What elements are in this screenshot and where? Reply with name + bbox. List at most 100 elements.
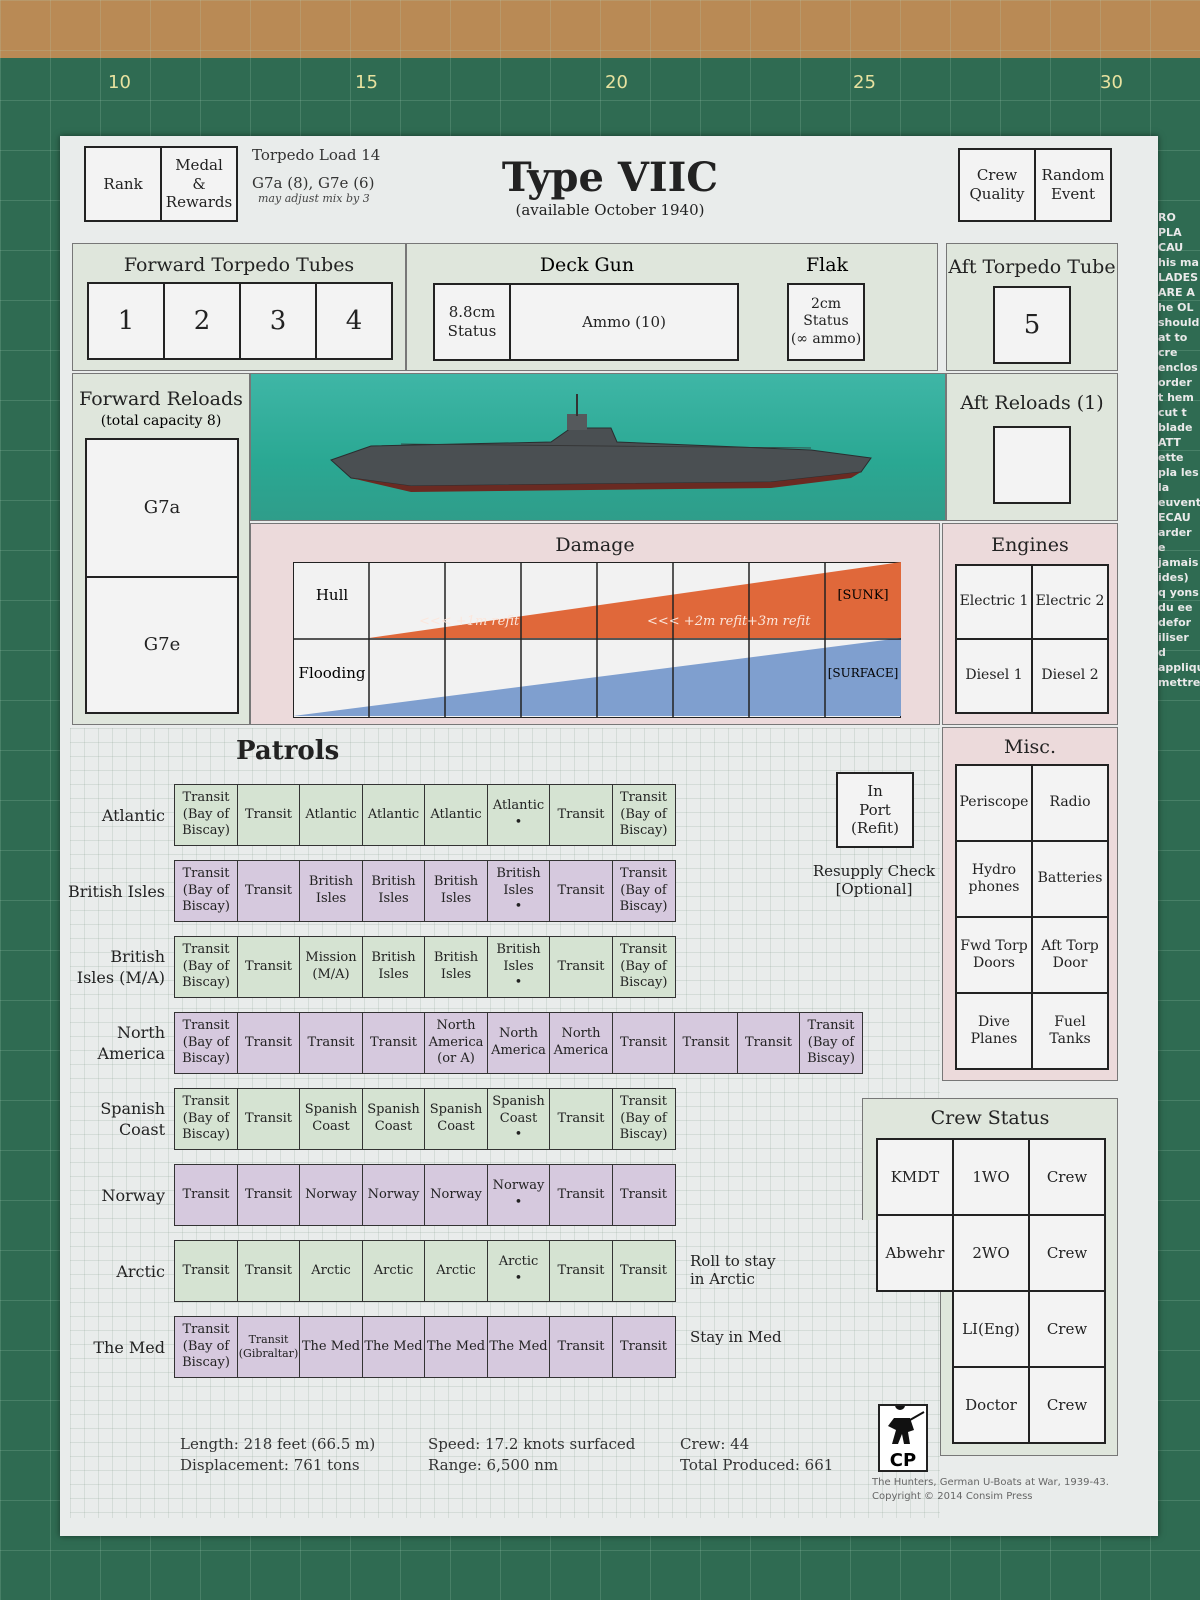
misc-system-box[interactable]: Batteries (1031, 840, 1109, 918)
patrol-cell[interactable]: Transit (361, 1012, 426, 1074)
crew-member-box[interactable]: Crew (1028, 1138, 1106, 1216)
crew-member-box[interactable]: Crew (1028, 1366, 1106, 1444)
patrol-cell[interactable]: British Isles (299, 860, 363, 922)
patrol-cell[interactable]: Arctic • (486, 1240, 551, 1302)
patrol-cell[interactable]: Atlantic (299, 784, 363, 846)
crew-member-box[interactable]: 1WO (952, 1138, 1030, 1216)
random-event-box[interactable]: Random Event (1034, 148, 1112, 222)
patrol-cell[interactable]: Transit (Gibraltar) (236, 1316, 301, 1378)
patrol-cell[interactable]: Norway (361, 1164, 426, 1226)
patrol-cell[interactable]: Norway (299, 1164, 363, 1226)
engine-electric-1[interactable]: Electric 1 (955, 564, 1033, 640)
patrol-cell[interactable]: North America (486, 1012, 551, 1074)
patrol-cell[interactable]: Transit (Bay of Biscay) (174, 784, 238, 846)
crew-member-box[interactable]: Crew (1028, 1290, 1106, 1368)
patrol-cell[interactable]: Transit (611, 1012, 676, 1074)
patrol-cell[interactable]: Transit (Bay of Biscay) (174, 1088, 238, 1150)
patrol-cell[interactable]: Transit (Bay of Biscay) (611, 936, 676, 998)
deck-gun-status-box[interactable]: 8.8cm Status (433, 283, 511, 361)
misc-system-box[interactable]: Radio (1031, 764, 1109, 842)
patrol-cell[interactable]: Transit (Bay of Biscay) (611, 860, 676, 922)
patrol-cell[interactable]: Transit (236, 1088, 301, 1150)
patrol-cell[interactable]: Arctic (424, 1240, 488, 1302)
patrol-cell[interactable]: British Isles (361, 860, 426, 922)
patrol-cell[interactable]: Spanish Coast • (486, 1088, 551, 1150)
crew-member-box[interactable]: Abwehr (876, 1214, 954, 1292)
patrol-cell[interactable]: Norway (424, 1164, 488, 1226)
patrol-cell[interactable]: Transit (611, 1240, 676, 1302)
aft-reload-slot[interactable] (993, 426, 1071, 504)
patrol-cell[interactable]: Transit (174, 1240, 238, 1302)
patrol-cell[interactable]: Transit (549, 1316, 613, 1378)
crew-quality-box[interactable]: Crew Quality (958, 148, 1036, 222)
patrol-cell[interactable]: Transit (549, 1240, 613, 1302)
patrol-cell[interactable]: The Med (486, 1316, 551, 1378)
forward-tube-4[interactable]: 4 (315, 282, 393, 360)
patrol-cell[interactable]: Transit (736, 1012, 801, 1074)
reload-slot-g7e[interactable]: G7e (85, 576, 239, 714)
patrol-cell[interactable]: Spanish Coast (299, 1088, 363, 1150)
engine-diesel-1[interactable]: Diesel 1 (955, 638, 1033, 714)
patrol-cell[interactable]: Mission (M/A) (299, 936, 363, 998)
patrol-cell[interactable]: Transit (299, 1012, 363, 1074)
patrol-cell[interactable]: Transit (236, 1164, 301, 1226)
patrol-cell[interactable]: Transit (Bay of Biscay) (799, 1012, 863, 1074)
patrol-cell[interactable]: Transit (Bay of Biscay) (174, 936, 238, 998)
misc-system-box[interactable]: Fwd Torp Doors (955, 916, 1033, 994)
patrol-cell[interactable]: Transit (Bay of Biscay) (174, 1316, 238, 1378)
patrol-cell[interactable]: Transit (236, 936, 301, 998)
patrol-cell[interactable]: Atlantic (424, 784, 488, 846)
patrol-cell[interactable]: Transit (611, 1164, 676, 1226)
forward-tube-3[interactable]: 3 (239, 282, 317, 360)
patrol-cell[interactable]: British Isles • (486, 860, 551, 922)
aft-tube-5[interactable]: 5 (993, 286, 1071, 364)
misc-system-box[interactable]: Hydro phones (955, 840, 1033, 918)
patrol-cell[interactable]: The Med (299, 1316, 363, 1378)
forward-tube-2[interactable]: 2 (163, 282, 241, 360)
flak-status-box[interactable]: 2cm Status (∞ ammo) (787, 283, 865, 361)
patrol-cell[interactable]: Transit (549, 1088, 613, 1150)
patrol-cell[interactable]: Norway • (486, 1164, 551, 1226)
patrol-cell[interactable]: Transit (Bay of Biscay) (611, 1088, 676, 1150)
engine-electric-2[interactable]: Electric 2 (1031, 564, 1109, 640)
patrol-cell[interactable]: Transit (Bay of Biscay) (174, 1012, 238, 1074)
medal-rewards-box[interactable]: Medal & Rewards (160, 146, 238, 222)
rank-box[interactable]: Rank (84, 146, 162, 222)
patrol-cell[interactable]: British Isles • (486, 936, 551, 998)
patrol-cell[interactable]: Transit (Bay of Biscay) (611, 784, 676, 846)
forward-tube-1[interactable]: 1 (87, 282, 165, 360)
patrol-cell[interactable]: British Isles (424, 860, 488, 922)
patrol-cell[interactable]: Transit (236, 1012, 301, 1074)
misc-system-box[interactable]: Dive Planes (955, 992, 1033, 1070)
patrol-cell[interactable]: British Isles (361, 936, 426, 998)
crew-member-box[interactable]: KMDT (876, 1138, 954, 1216)
patrol-cell[interactable]: Arctic (361, 1240, 426, 1302)
patrol-cell[interactable]: Transit (549, 936, 613, 998)
in-port-refit-box[interactable]: In Port (Refit) (836, 772, 914, 848)
crew-member-box[interactable]: 2WO (952, 1214, 1030, 1292)
patrol-cell[interactable]: Transit (174, 1164, 238, 1226)
patrol-cell[interactable]: Transit (549, 784, 613, 846)
patrol-cell[interactable]: North America (549, 1012, 613, 1074)
crew-member-box[interactable]: Crew (1028, 1214, 1106, 1292)
patrol-cell[interactable]: The Med (361, 1316, 426, 1378)
patrol-cell[interactable]: Transit (236, 784, 301, 846)
misc-system-box[interactable]: Fuel Tanks (1031, 992, 1109, 1070)
patrol-cell[interactable]: Spanish Coast (424, 1088, 488, 1150)
patrol-cell[interactable]: Transit (611, 1316, 676, 1378)
patrol-cell[interactable]: Atlantic • (486, 784, 551, 846)
patrol-cell[interactable]: Spanish Coast (361, 1088, 426, 1150)
patrol-cell[interactable]: Transit (674, 1012, 738, 1074)
patrol-cell[interactable]: Transit (Bay of Biscay) (174, 860, 238, 922)
patrol-cell[interactable]: The Med (424, 1316, 488, 1378)
reload-slot-g7a[interactable]: G7a (85, 438, 239, 578)
crew-member-box[interactable]: Doctor (952, 1366, 1030, 1444)
patrol-cell[interactable]: Transit (236, 860, 301, 922)
patrol-cell[interactable]: Transit (549, 860, 613, 922)
patrol-cell[interactable]: Transit (236, 1240, 301, 1302)
patrol-cell[interactable]: British Isles (424, 936, 488, 998)
misc-system-box[interactable]: Periscope (955, 764, 1033, 842)
patrol-cell[interactable]: North America (or A) (424, 1012, 488, 1074)
deck-gun-ammo-box[interactable]: Ammo (10) (509, 283, 739, 361)
patrol-cell[interactable]: Arctic (299, 1240, 363, 1302)
